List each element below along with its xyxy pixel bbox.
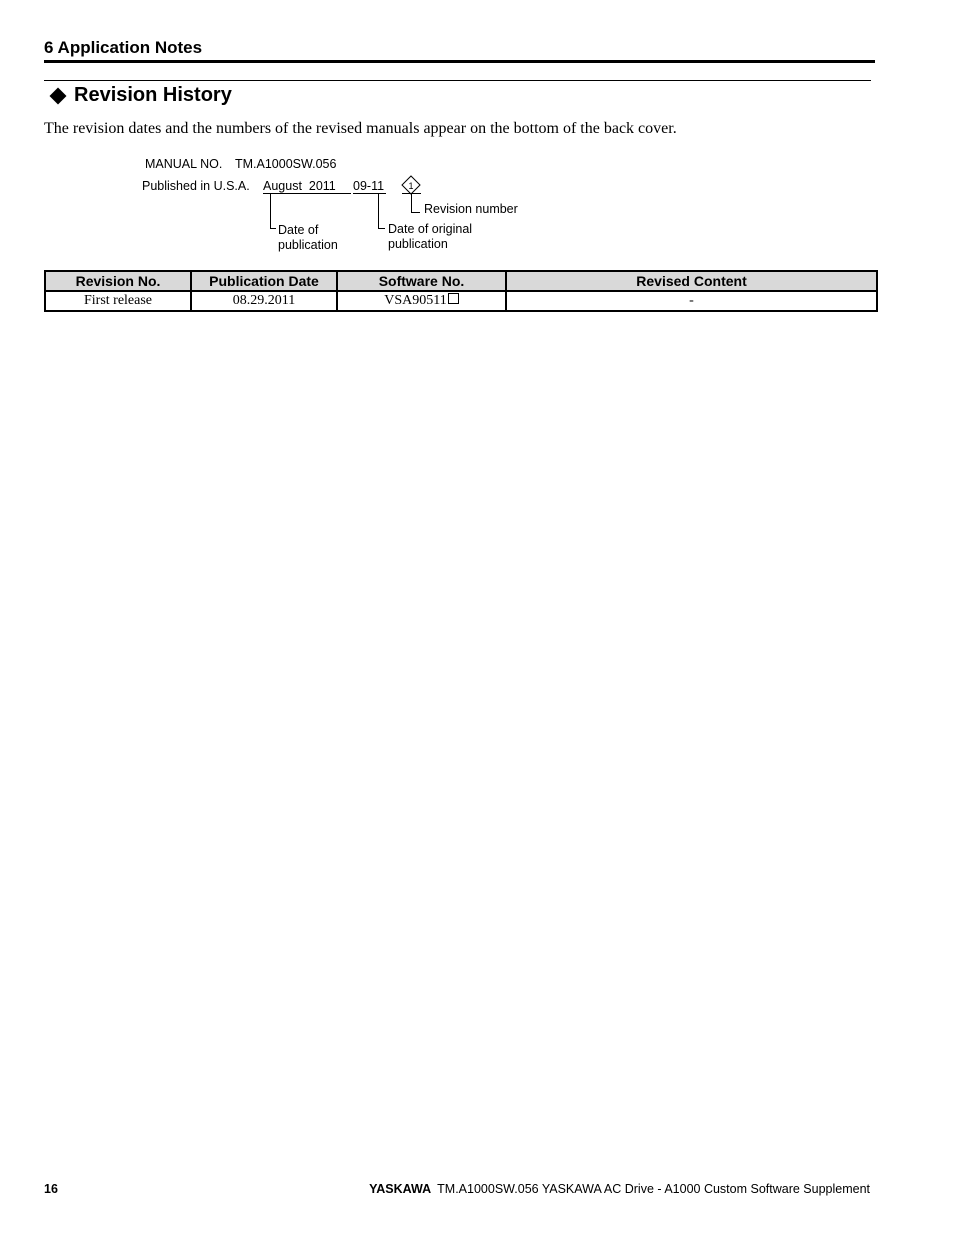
date-of-publication-line2: publication [278,238,338,252]
column-header-software: Software No. [336,270,507,292]
footer-brand: YASKAWA [369,1182,432,1196]
chapter-heading: 6 Application Notes [44,38,203,57]
header-rule-thick [44,60,875,63]
cell-software: VSA90511 [336,290,507,312]
revision-symbol-icon [401,175,421,195]
placeholder-box-icon [447,293,459,304]
footer-document-info: YASKAWA TM.A1000SW.056 YASKAWA AC Drive -… [369,1182,870,1196]
table-header-row: Revision No. Publication Date Software N… [44,270,878,292]
cell-date: 08.29.2011 [190,290,338,312]
published-label: Published in U.S.A. [142,179,250,193]
revision-symbol-digit: 1 [408,181,413,191]
section-title: Revision History [74,84,232,106]
cell-revision: First release [44,290,192,312]
manual-number-diagram: MANUAL NO. TM.A1000SW.056 Published in U… [0,0,954,270]
date-of-original-line2: publication [388,237,448,251]
published-date: August 2011 [263,179,336,193]
date-of-publication-line1: Date of [278,223,319,237]
header-rule-thin [44,80,871,81]
manual-no-label: MANUAL NO. [145,157,223,171]
diagram-lines: 1 [263,175,421,229]
revision-number-label: Revision number [424,202,518,216]
software-number: VSA90511 [384,293,447,308]
revision-table: Revision No. Publication Date Software N… [44,270,878,312]
page-number: 16 [44,1182,58,1196]
table-row: First release 08.29.2011 VSA90511 - [44,290,878,312]
column-header-revision: Revision No. [44,270,192,292]
column-header-date: Publication Date [190,270,338,292]
manual-no-value: TM.A1000SW.056 [235,157,337,171]
original-date-code: 09-11 [353,179,385,193]
date-of-original-line1: Date of original [388,222,473,236]
intro-paragraph: The revision dates and the numbers of th… [44,120,677,137]
section-heading: Revision History [48,84,232,107]
footer-document-title: TM.A1000SW.056 YASKAWA AC Drive - A1000 … [437,1182,870,1196]
column-header-content: Revised Content [505,270,878,292]
cell-content: - [505,290,878,312]
